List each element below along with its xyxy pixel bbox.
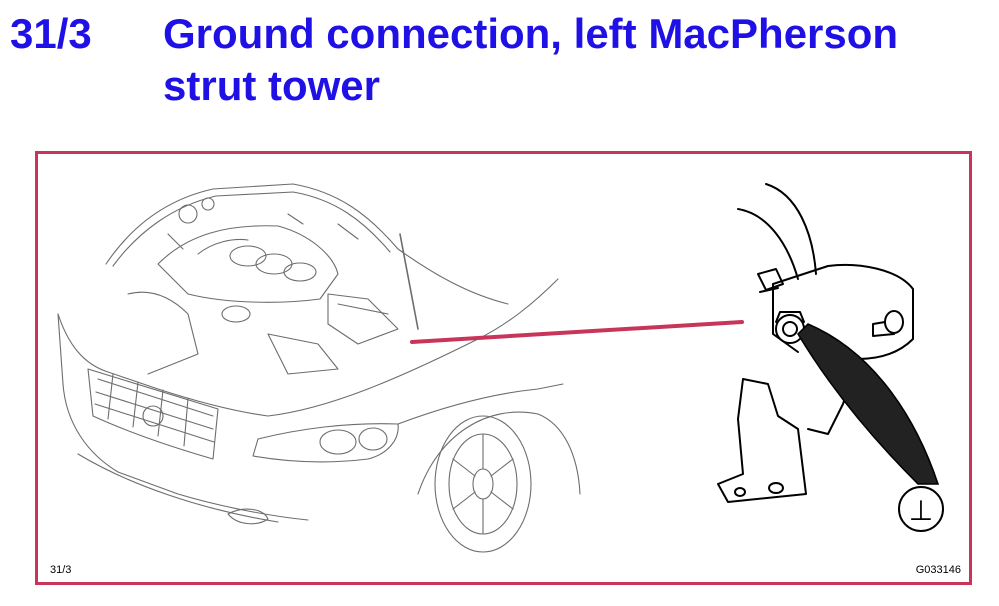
ground-icon: ⊥ bbox=[909, 494, 933, 527]
illustration-frame: ⊥ 31/3 G033146 bbox=[35, 151, 972, 585]
ground-symbol-circle bbox=[898, 486, 944, 532]
page-title: Ground connection, left MacPherson strut… bbox=[163, 10, 899, 109]
section-number: 31/3 bbox=[10, 10, 92, 57]
ground-cable bbox=[797, 323, 940, 485]
car-illustration bbox=[57, 183, 581, 553]
figure-code: G033146 bbox=[915, 564, 961, 576]
pointer-line bbox=[410, 320, 744, 344]
illustration: ⊥ bbox=[57, 183, 944, 553]
figure-reference: 31/3 bbox=[50, 564, 72, 576]
strut-tower-detail bbox=[717, 183, 914, 503]
